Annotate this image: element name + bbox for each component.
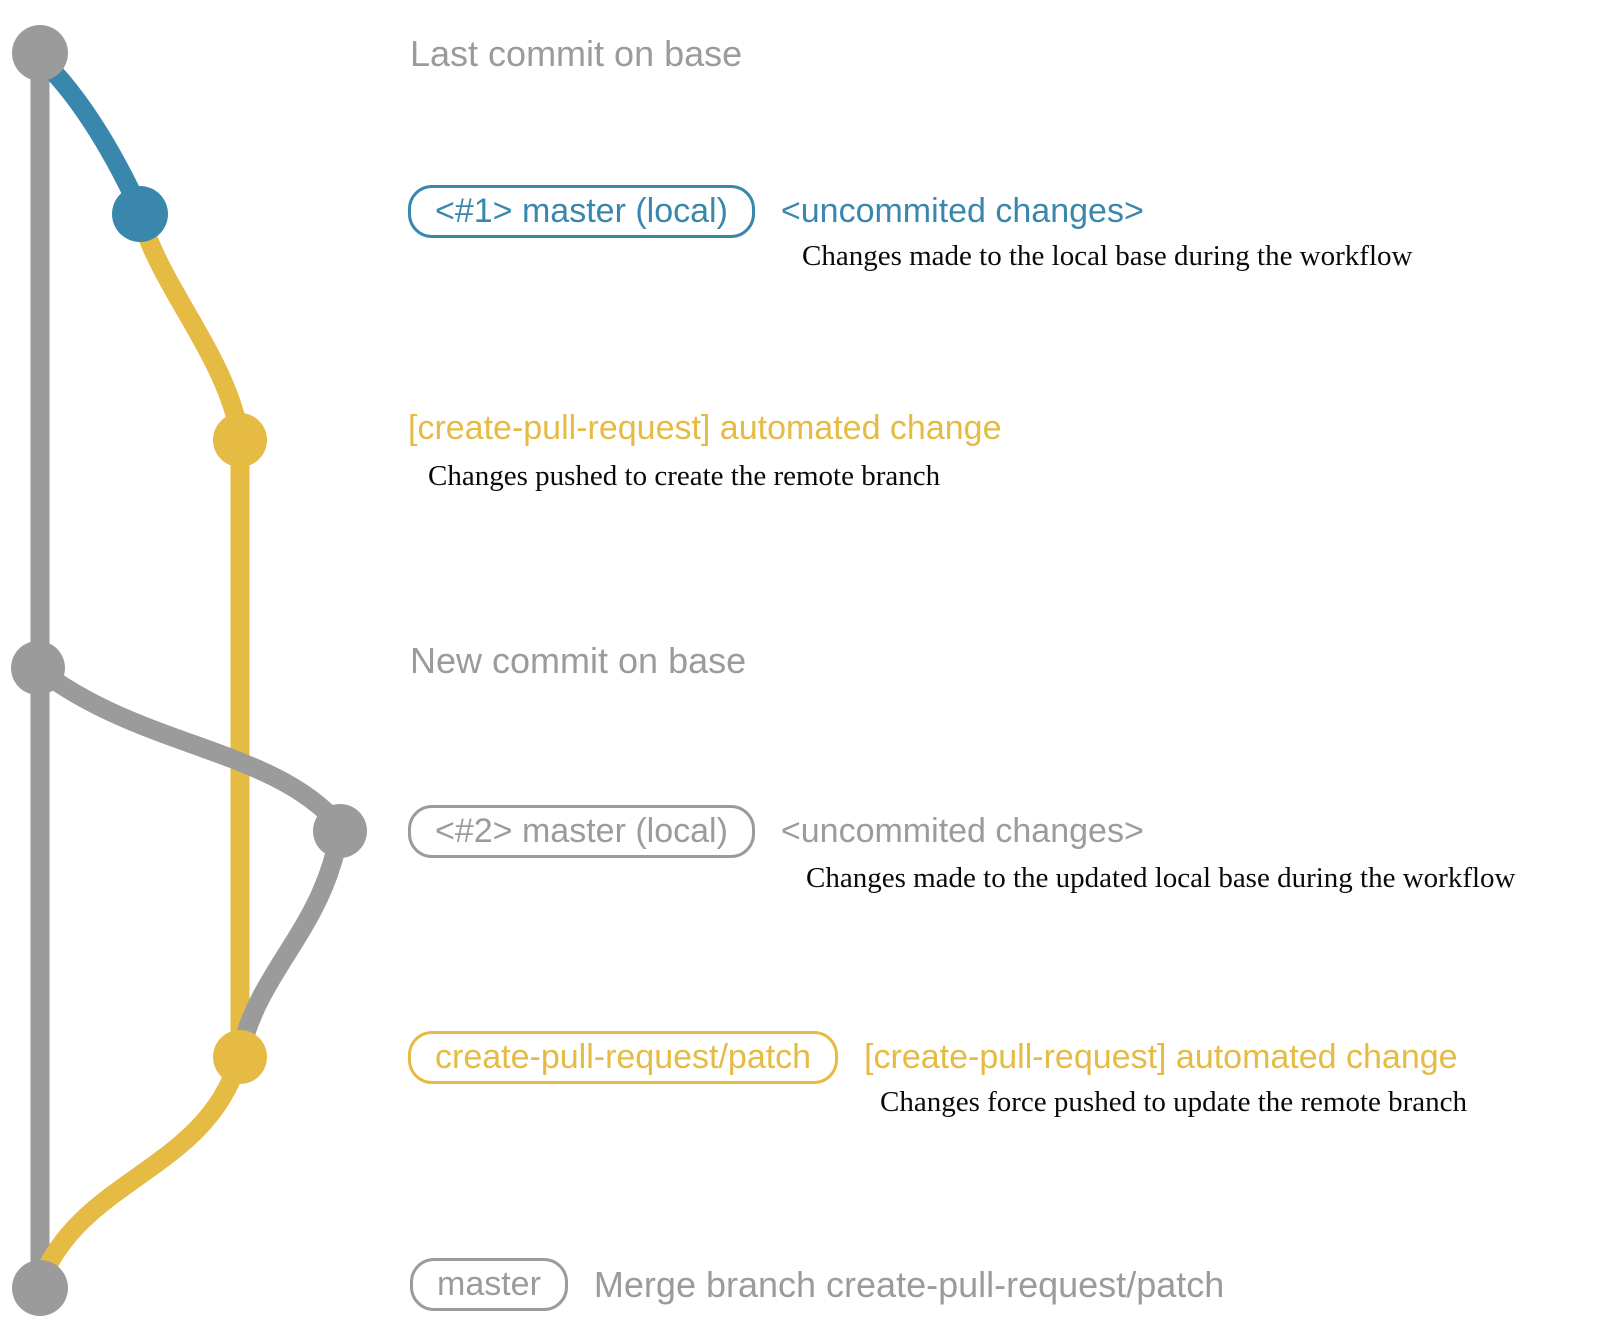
commit-dot-patch-2 [213,1030,267,1084]
master-ref-label: master [437,1265,541,1303]
patch-branch-row: create-pull-request/patch [create-pull-r… [408,1031,1458,1084]
commit-dot-local-1 [112,186,168,242]
commit-dot-merge [12,1260,68,1316]
local-master-1-branch-line [30,48,150,220]
local-master-2-push-curve [232,825,349,1056]
automated-change-2-description: Changes force pushed to update the remot… [880,1086,1468,1118]
local-master-2-branch-line [30,660,348,834]
uncommited-changes-2-description: Changes made to the updated local base d… [806,862,1516,894]
local-master-2-row: <#2> master (local) <uncommited changes> [408,805,1144,858]
automated-change-1-label: [create-pull-request] automated change [408,409,1002,447]
uncommited-changes-1-label: <uncommited changes> [780,192,1144,230]
patch-branch-curve-top [130,206,250,446]
local-master-1-ref-label: <#1> master (local) [435,192,728,230]
uncommited-changes-2-label: <uncommited changes> [780,812,1144,850]
local-master-1-row: <#1> master (local) <uncommited changes> [408,185,1144,238]
last-commit-label: Last commit on base [410,33,743,74]
automated-change-1-description: Changes pushed to create the remote bran… [428,460,941,492]
patch-merge-curve [32,1052,248,1288]
patch-ref-box: create-pull-request/patch [408,1031,839,1084]
merge-row: master Merge branch create-pull-request/… [410,1258,1224,1311]
master-ref-box: master [410,1258,568,1311]
commit-dot-last-base [12,25,68,81]
uncommited-changes-1-description: Changes made to the local base during th… [802,240,1413,272]
local-master-2-ref-box: <#2> master (local) [408,805,755,858]
local-master-2-ref-label: <#2> master (local) [435,812,728,850]
merge-commit-label: Merge branch create-pull-request/patch [593,1263,1225,1305]
local-master-1-ref-box: <#1> master (local) [408,185,755,238]
commit-dot-local-2 [313,804,367,858]
commit-dot-patch-1 [213,413,267,467]
patch-ref-label: create-pull-request/patch [435,1038,812,1076]
commit-dot-new-base [11,641,65,695]
automated-change-2-label: [create-pull-request] automated change [864,1038,1458,1076]
new-commit-label: New commit on base [410,640,747,681]
